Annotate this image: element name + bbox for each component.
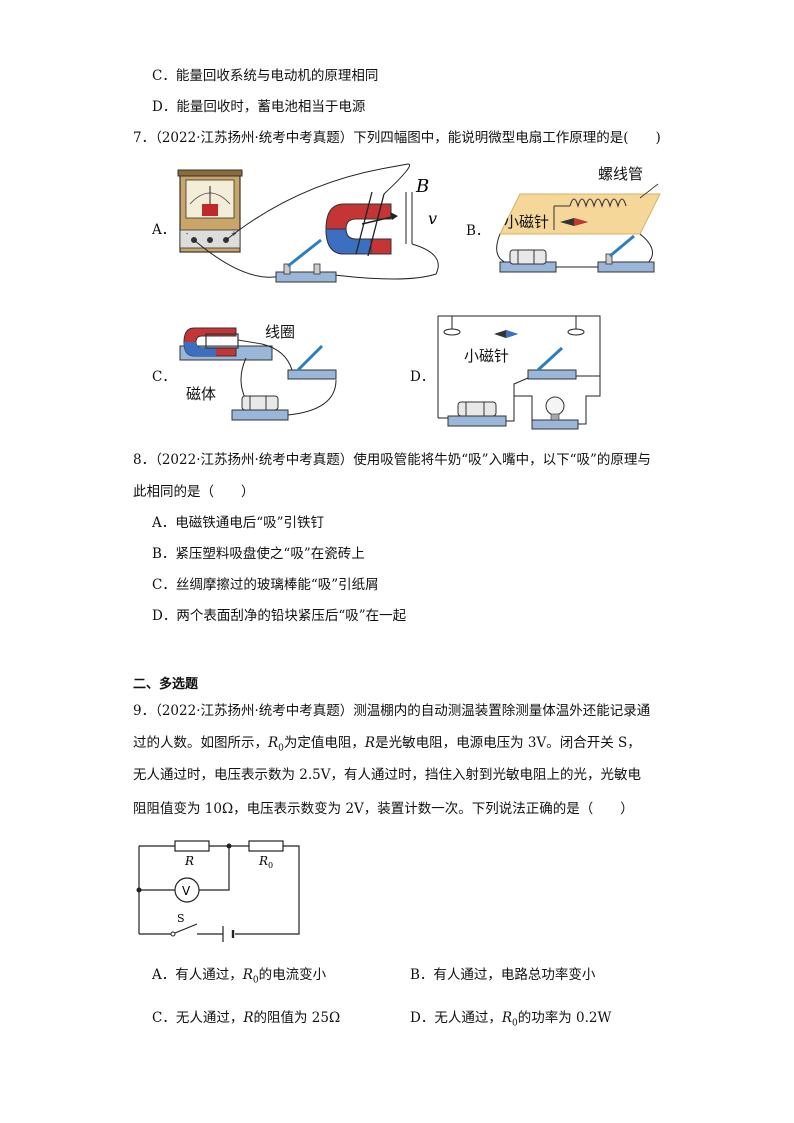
- q7-figure-a: -+ B v: [177, 163, 439, 283]
- q9-stem-line3: 无人通过时，电压表示数为 2.5V，有人通过时，挡住入射到光敏电阻上的光，光敏电: [133, 767, 642, 783]
- q7-label-a: A．: [152, 222, 176, 238]
- label-r: R: [184, 854, 194, 868]
- solenoid-icon: [569, 198, 627, 209]
- q7-label-d: D．: [410, 369, 435, 385]
- label-s: S: [177, 912, 185, 925]
- label-v: v: [428, 209, 437, 228]
- q9-option-c: C．无人通过，R的阻值为 25Ω: [152, 1010, 341, 1026]
- q9-stem-line2: 过的人数。如图所示，R0为定值电阻，R是光敏电阻，电源电压为 3V。闭合开关 S…: [133, 735, 641, 754]
- q7-label-b: B．: [466, 223, 490, 239]
- q7-figure-d: [437, 315, 601, 430]
- q6-option-d: D．能量回收时，蓄电池相当于电源: [152, 99, 366, 115]
- q7-stem: 7．（2022·江苏扬州·统考中考真题）下列四幅图中，能说明微型电扇工作原理的是…: [133, 130, 661, 146]
- q6-option-c: C．能量回收系统与电动机的原理相同: [152, 68, 379, 84]
- q7-label-c: C．: [152, 369, 176, 385]
- q9-stem-line1: 9．（2022·江苏扬州·统考中考真题）测温棚内的自动测温装置除测量体温外还能记…: [133, 703, 651, 719]
- q9-option-d: D．无人通过，R0的功率为 0.2W: [410, 1010, 612, 1029]
- section-title: 二、多选题: [133, 677, 199, 692]
- label-solenoid: 螺线管: [598, 165, 644, 183]
- switch-icon: [174, 923, 198, 934]
- label-small-needle-b: 小磁针: [504, 213, 550, 231]
- q9-stem-line4: 阻阻值变为 10Ω，电压表示数变为 2V，装置计数一次。下列说法正确的是（ ）: [133, 801, 634, 817]
- switch-icon: [287, 369, 337, 380]
- q8-stem-line2: 此相同的是（ ）: [133, 484, 255, 500]
- q8-stem-line1: 8．（2022·江苏扬州·统考中考真题）使用吸管能将牛奶“吸”入嘴中，以下“吸”…: [133, 452, 651, 468]
- q9-option-b: B．有人通过，电路总功率变小: [410, 967, 596, 983]
- q8-option-a: A．电磁铁通电后“吸”引铁钉: [152, 515, 325, 531]
- switch-icon: [527, 369, 577, 380]
- label-small-needle-d: 小磁针: [464, 347, 510, 365]
- q8-option-c: C．丝绸摩擦过的玻璃棒能“吸”引纸屑: [152, 577, 379, 593]
- label-B: B: [415, 176, 429, 197]
- q9-option-a: A．有人通过，R0的电流变小: [152, 967, 327, 986]
- q9-circuit-diagram: R R0 V S: [136, 840, 300, 942]
- label-coil: 线圈: [265, 323, 296, 341]
- resistor-r-icon: [174, 840, 210, 852]
- coil-icon: [205, 333, 239, 349]
- label-v: V: [182, 884, 191, 898]
- label-r0: R0: [258, 854, 273, 870]
- battery-icon: [231, 409, 289, 421]
- q7-figure-b: [496, 183, 661, 273]
- resistor-r0-icon: [248, 840, 284, 852]
- battery-icon: [447, 415, 507, 427]
- q8-option-d: D．两个表面刮净的铅块紧压后“吸”在一起: [152, 608, 407, 624]
- q8-option-b: B．紧压塑料吸盘使之“吸”在瓷砖上: [152, 546, 365, 562]
- switch-icon: [275, 271, 337, 283]
- svg-text:-: -: [186, 230, 189, 238]
- q7-figure-c: [179, 327, 337, 421]
- voltmeter-icon: [174, 877, 200, 903]
- bulb-icon: [531, 419, 579, 430]
- label-magnet: 磁体: [186, 385, 217, 403]
